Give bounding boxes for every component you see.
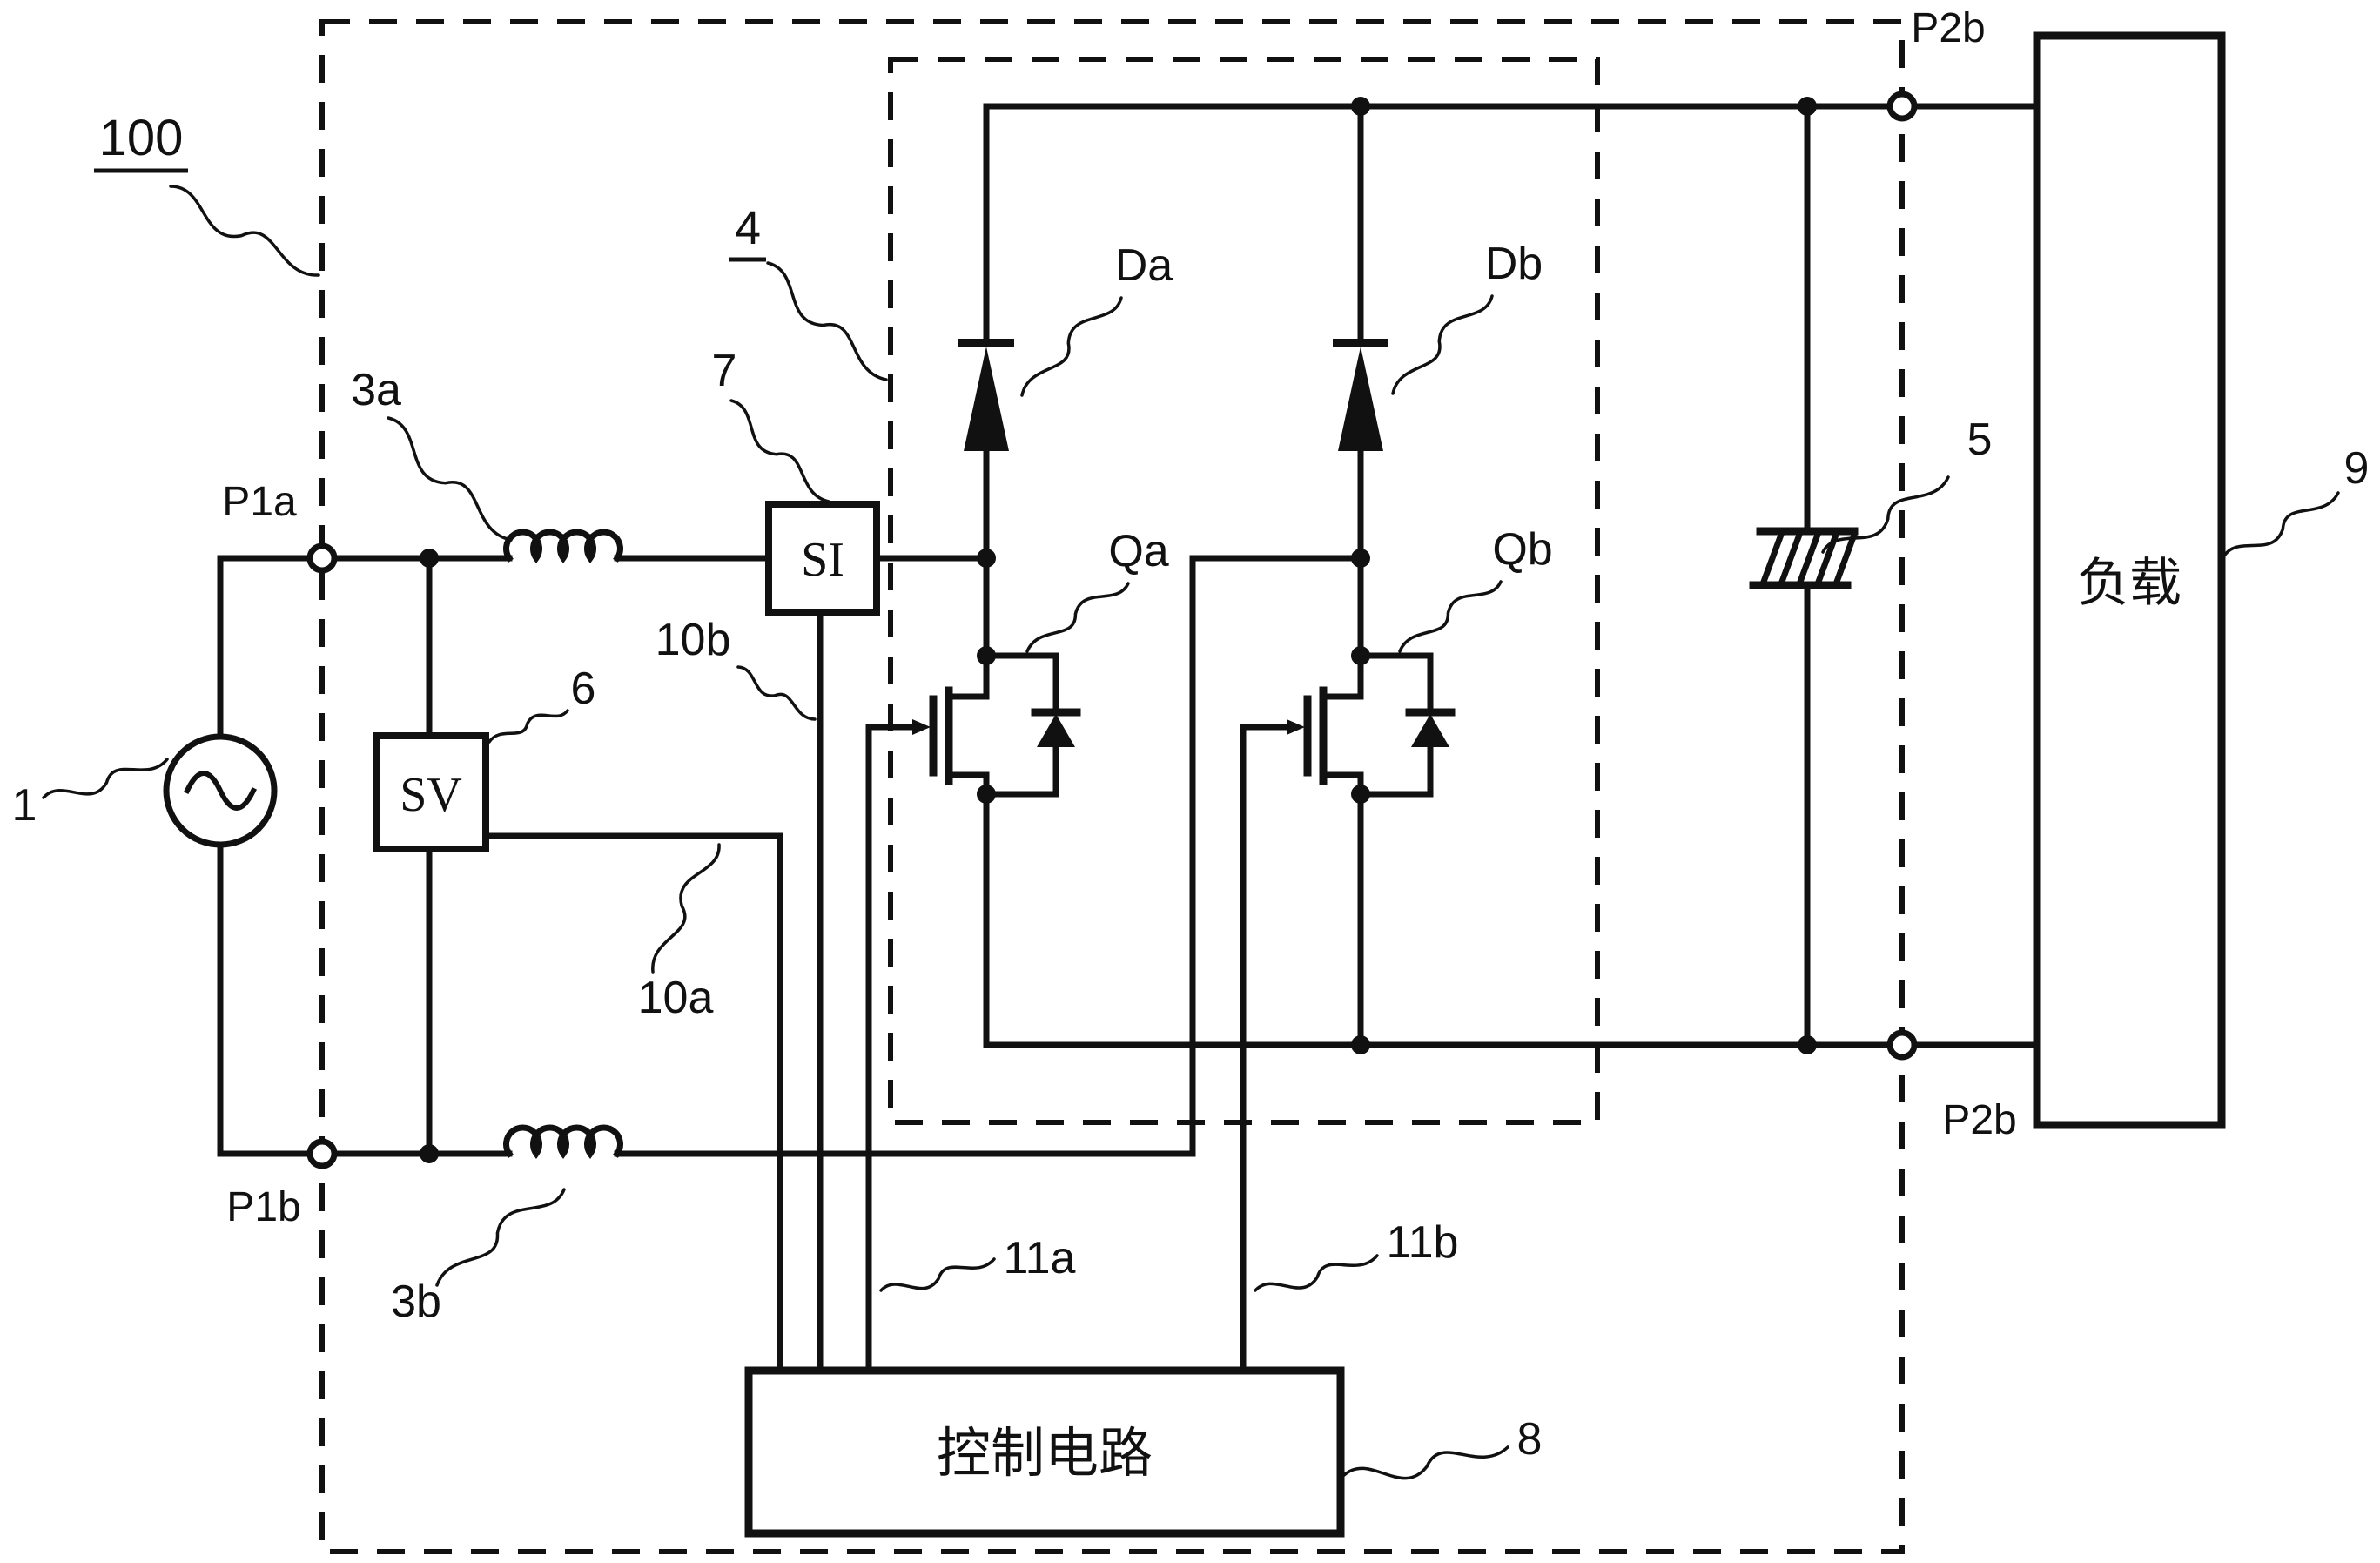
junction-dot — [1351, 1035, 1370, 1054]
leader-3b — [435, 1188, 566, 1287]
leader-100 — [169, 185, 320, 277]
label-qb: Qb — [1492, 524, 1552, 575]
leader-6 — [487, 709, 569, 744]
qb-body-diode-branch — [1357, 652, 1434, 798]
junction-dot — [1351, 549, 1370, 568]
junction-dot — [1351, 646, 1370, 665]
label-p2b-bottom: P2b — [1942, 1097, 2016, 1143]
label-100: 100 — [99, 110, 184, 166]
leader-5 — [1821, 475, 1950, 554]
load-box — [2033, 31, 2226, 1129]
label-6: 6 — [571, 664, 596, 714]
leader-10a — [651, 843, 721, 974]
leader-7 — [729, 399, 830, 503]
si-box-label: SI — [801, 533, 844, 587]
leader-1 — [42, 758, 169, 799]
sine-wave-icon — [184, 771, 257, 811]
label-1: 1 — [12, 780, 37, 831]
label-p1b: P1b — [226, 1184, 300, 1230]
leader-11a — [879, 1257, 996, 1292]
label-da: Da — [1115, 240, 1173, 291]
terminal-p2b-top — [1886, 91, 1918, 122]
junction-dot — [977, 785, 996, 804]
leader-3a — [387, 416, 513, 542]
capacitor-hatch-icon — [1759, 530, 1859, 586]
wires — [217, 103, 2040, 1374]
control-circuit-label: 控制电路 — [937, 1424, 1153, 1484]
diode-da — [958, 339, 1014, 451]
label-db: Db — [1485, 239, 1543, 289]
junction-dot — [977, 549, 996, 568]
mosfet-qb — [1240, 652, 1456, 798]
inductor-3b — [503, 1124, 623, 1160]
diode-da-triangle — [964, 347, 1009, 451]
junction-dot — [1798, 97, 1817, 116]
terminal-p1a — [306, 542, 338, 574]
smoothing-capacitor — [1749, 527, 1859, 589]
leader-qb — [1398, 580, 1503, 653]
leader-qa — [1025, 582, 1130, 653]
qa-body-diode-triangle — [1037, 714, 1075, 747]
label-8: 8 — [1517, 1414, 1543, 1465]
reference-leaders — [42, 185, 2340, 1480]
label-p1a: P1a — [222, 479, 297, 525]
diode-db-triangle — [1338, 347, 1383, 451]
voltage-sensor-box — [373, 732, 489, 852]
diode-db — [1333, 339, 1388, 451]
leader-10b — [736, 665, 817, 721]
terminals — [306, 91, 1918, 1169]
label-4: 4 — [735, 202, 761, 254]
qa-body-diode-branch — [983, 652, 1059, 798]
label-11b: 11b — [1387, 1217, 1459, 1268]
label-5: 5 — [1967, 414, 1993, 465]
sv-box-label: SV — [400, 768, 462, 822]
junction-dots — [420, 97, 1817, 1163]
label-10b: 10b — [656, 615, 731, 665]
label-p2b-top: P2b — [1911, 5, 1985, 51]
label-qa: Qa — [1108, 526, 1168, 576]
leader-8 — [1342, 1445, 1509, 1480]
qb-drain-source-jogs — [1321, 693, 1364, 778]
qa-gate-arrow-icon — [912, 719, 931, 735]
qb-gate-arrow-icon — [1287, 719, 1305, 735]
leader-db — [1391, 294, 1494, 395]
label-10a: 10a — [638, 973, 714, 1023]
qb-body-diode-triangle — [1411, 714, 1449, 747]
label-7: 7 — [712, 346, 737, 396]
leader-4 — [766, 261, 888, 381]
label-3b: 3b — [391, 1277, 441, 1327]
junction-dot — [420, 549, 439, 568]
leader-9 — [2222, 491, 2340, 559]
leader-da — [1020, 296, 1123, 397]
labels: 100 4 P1a P1b P2b P2b 1 3a 3b 6 7 8 9 5 … — [12, 5, 2370, 1484]
load-label: 负载 — [2077, 554, 2182, 612]
line-b-riser — [1189, 555, 1364, 1157]
ac-source — [163, 733, 278, 848]
label-9: 9 — [2344, 443, 2370, 494]
label-3a: 3a — [351, 365, 401, 415]
inductor-3a — [503, 529, 623, 564]
qa-drain-source-jogs — [947, 693, 990, 778]
junction-dot — [977, 646, 996, 665]
junction-dot — [1798, 1035, 1817, 1054]
leader-11b — [1254, 1254, 1379, 1292]
junction-dot — [1351, 97, 1370, 116]
terminal-p2b-bottom — [1886, 1029, 1918, 1061]
control-circuit-box — [744, 1366, 1345, 1538]
junction-dot — [420, 1144, 439, 1163]
mosfet-qa — [865, 652, 1081, 798]
sense-line-10a — [482, 832, 783, 1374]
label-11a: 11a — [1004, 1233, 1076, 1283]
current-sensor-box — [765, 501, 880, 616]
junction-dot — [1351, 785, 1370, 804]
terminal-p1b — [306, 1138, 338, 1169]
outer-module-boundary — [319, 19, 1905, 1554]
